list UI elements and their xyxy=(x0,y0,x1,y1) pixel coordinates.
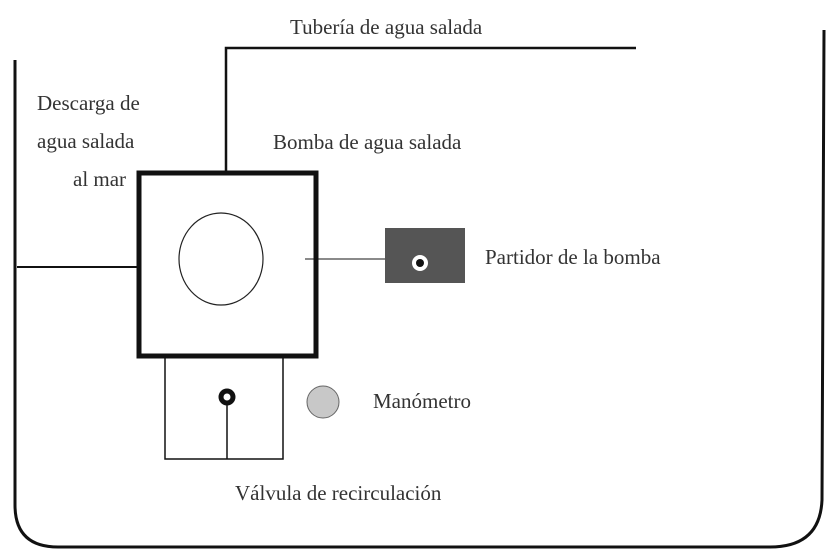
pump-body xyxy=(136,170,319,359)
pressure-gauge-icon xyxy=(306,385,340,419)
pump-impeller xyxy=(178,212,264,306)
gauge-label: Manómetro xyxy=(373,389,471,413)
starter-label: Partidor de la bomba xyxy=(485,245,661,269)
pump-starter-box xyxy=(385,228,465,283)
discharge-label-line1: Descarga de xyxy=(37,91,140,115)
valve-label: Válvula de recirculación xyxy=(235,481,442,505)
discharge-label-line3: al mar xyxy=(73,167,126,191)
salt-water-pipe xyxy=(224,46,636,172)
recirculation-valve-housing xyxy=(164,355,284,460)
discharge-label-line2: agua salada xyxy=(37,129,135,153)
pipe-label: Tubería de agua salada xyxy=(290,15,483,39)
pump-label: Bomba de agua salada xyxy=(273,130,462,154)
tank-outline xyxy=(13,29,826,549)
